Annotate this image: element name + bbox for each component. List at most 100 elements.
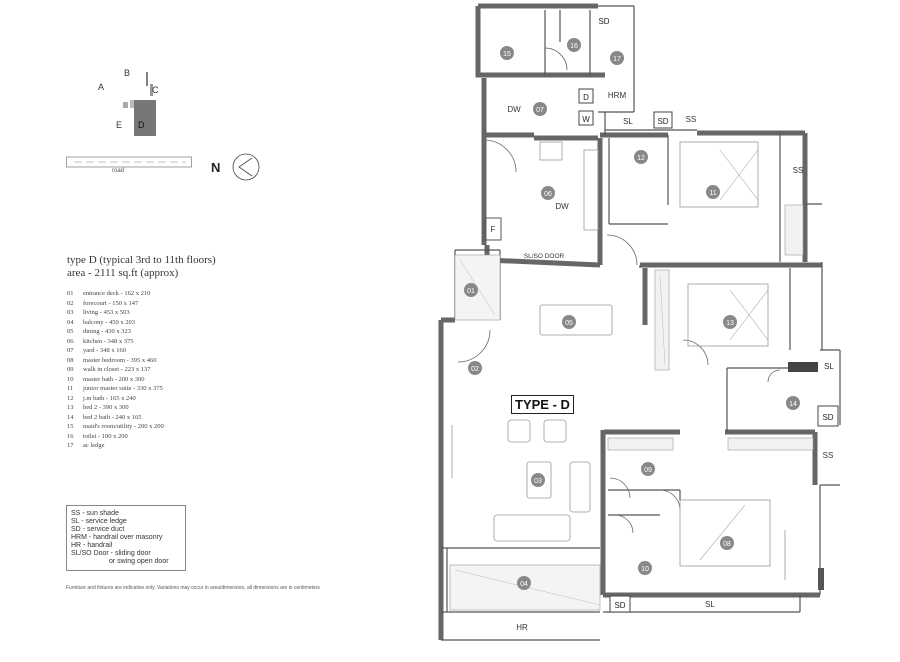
legend-item: 09 walk in closet - 223 x 137 bbox=[67, 365, 164, 375]
svg-text:13: 13 bbox=[726, 320, 734, 327]
legend-num: 03 bbox=[67, 309, 74, 316]
north-compass-icon bbox=[232, 153, 260, 181]
key-label-c: C bbox=[152, 85, 159, 95]
svg-text:12: 12 bbox=[637, 155, 645, 162]
legend-num: 08 bbox=[67, 356, 74, 364]
svg-text:05: 05 bbox=[565, 320, 573, 327]
label-fridge: F bbox=[491, 225, 496, 234]
svg-text:07: 07 bbox=[536, 107, 544, 114]
label-sl-right: SL bbox=[824, 362, 834, 371]
svg-text:09: 09 bbox=[644, 467, 652, 474]
legend-num: 04 bbox=[67, 318, 74, 326]
label-hrm: HRM bbox=[608, 91, 627, 100]
legend-desc: balcony - 450 x 203 bbox=[83, 318, 135, 326]
abbreviations-box: SS - sun shade SL - service ledge SD - s… bbox=[66, 505, 186, 571]
key-block-e bbox=[130, 100, 134, 108]
legend-item: 14 bed 2 bath - 240 x 165 bbox=[67, 413, 164, 423]
label-sd-top: SD bbox=[598, 17, 609, 26]
key-block-d bbox=[134, 100, 156, 136]
legend-num: 17 bbox=[67, 442, 74, 449]
svg-text:04: 04 bbox=[520, 581, 528, 588]
legend-num: 09 bbox=[67, 366, 74, 373]
abbr-item: SD - service duct bbox=[71, 526, 125, 533]
legend-num: 07 bbox=[67, 347, 74, 354]
label-ss-lower: SS bbox=[823, 451, 834, 460]
legend-num: 02 bbox=[67, 299, 74, 307]
label-ss-right: SS bbox=[793, 166, 804, 175]
svg-text:02: 02 bbox=[471, 366, 479, 373]
legend-num: 10 bbox=[67, 375, 74, 383]
legend-desc: maid's room/utility - 200 x 200 bbox=[83, 423, 164, 430]
legend-desc: junior master suite - 330 x 375 bbox=[83, 385, 163, 392]
legend-desc: entrance deck - 162 x 210 bbox=[83, 290, 151, 297]
label-sl-bottom: SL bbox=[705, 600, 715, 609]
label-ss-top: SS bbox=[686, 115, 697, 124]
legend-num: 15 bbox=[67, 423, 74, 430]
legend-desc: walk in closet - 223 x 137 bbox=[83, 366, 151, 373]
legend-item: 04 balcony - 450 x 203 bbox=[67, 318, 164, 328]
key-label-b: B bbox=[124, 68, 130, 78]
legend-desc: kitchen - 348 x 375 bbox=[83, 337, 134, 345]
svg-text:06: 06 bbox=[544, 191, 552, 198]
legend-desc: yard - 348 x 160 bbox=[83, 347, 126, 354]
label-sd-bottom: SD bbox=[614, 601, 625, 610]
road-label: road bbox=[112, 168, 125, 174]
legend-desc: toilet - 100 x 200 bbox=[83, 432, 128, 440]
key-block-c bbox=[150, 84, 153, 96]
label-dryer: D bbox=[583, 93, 589, 102]
disclaimer: Furniture and fixtures are indicative on… bbox=[66, 585, 320, 591]
abbr-item: HR - handrail bbox=[71, 542, 113, 549]
label-slso-door: SL/SO DOOR bbox=[524, 253, 565, 260]
svg-text:03: 03 bbox=[534, 478, 542, 485]
legend-desc: master bath - 200 x 300 bbox=[83, 375, 145, 383]
legend-item: 06 kitchen - 348 x 375 bbox=[67, 337, 164, 347]
legend-desc: dining - 430 x 323 bbox=[83, 328, 132, 335]
legend-desc: forecourt - 150 x 147 bbox=[83, 299, 139, 307]
label-sd-mid: SD bbox=[657, 117, 668, 126]
legend-item: 10 master bath - 200 x 300 bbox=[67, 375, 164, 385]
key-block-small bbox=[123, 102, 128, 108]
key-label-e: E bbox=[116, 120, 122, 130]
abbr-item: or swing open door bbox=[109, 558, 169, 565]
legend-item: 07 yard - 348 x 160 bbox=[67, 346, 164, 356]
svg-text:17: 17 bbox=[613, 56, 621, 63]
room-markers: 15 16 17 07 06 12 11 01 05 13 02 14 03 0… bbox=[464, 38, 800, 590]
abbr-item: SS - sun shade bbox=[71, 510, 119, 517]
type-label: TYPE - D bbox=[511, 395, 574, 414]
label-washer: W bbox=[582, 115, 590, 124]
abbr-item: HRM - handrail over masonry bbox=[71, 534, 163, 541]
legend-num: 14 bbox=[67, 413, 74, 421]
legend-desc: bed 2 - 390 x 300 bbox=[83, 404, 129, 411]
svg-text:11: 11 bbox=[709, 190, 716, 197]
plan-area: area - 2111 sq.ft (approx) bbox=[67, 267, 179, 279]
legend-num: 13 bbox=[67, 404, 74, 411]
floor-plan: 15 16 17 07 06 12 11 01 05 13 02 14 03 0… bbox=[438, 3, 841, 641]
legend-item: 03 living - 453 x 503 bbox=[67, 308, 164, 318]
road-bar bbox=[66, 156, 192, 168]
svg-text:01: 01 bbox=[467, 288, 475, 295]
legend-num: 06 bbox=[67, 337, 74, 345]
key-label-a: A bbox=[98, 82, 104, 92]
key-label-d: D bbox=[138, 120, 145, 130]
legend-num: 16 bbox=[67, 432, 74, 440]
label-sl-top: SL bbox=[623, 117, 633, 126]
legend-desc: master bedroom - 395 x 460 bbox=[83, 356, 157, 364]
svg-text:10: 10 bbox=[641, 566, 649, 573]
svg-text:15: 15 bbox=[503, 51, 511, 58]
label-dw-kitchen: DW bbox=[555, 202, 569, 211]
legend-desc: bed 2 bath - 240 x 165 bbox=[83, 413, 142, 421]
legend-item: 08 master bedroom - 395 x 460 bbox=[67, 356, 164, 366]
legend-desc: j.m bath - 165 x 240 bbox=[83, 394, 136, 402]
legend-desc: ac ledge bbox=[83, 442, 105, 449]
legend-desc: living - 453 x 503 bbox=[83, 309, 130, 316]
legend-item: 15 maid's room/utility - 200 x 200 bbox=[67, 422, 164, 432]
legend-item: 13 bed 2 - 390 x 300 bbox=[67, 403, 164, 413]
key-plan: A B C E D bbox=[98, 68, 159, 136]
plan-title: type D (typical 3rd to 11th floors) bbox=[67, 254, 216, 266]
svg-text:14: 14 bbox=[789, 401, 797, 408]
